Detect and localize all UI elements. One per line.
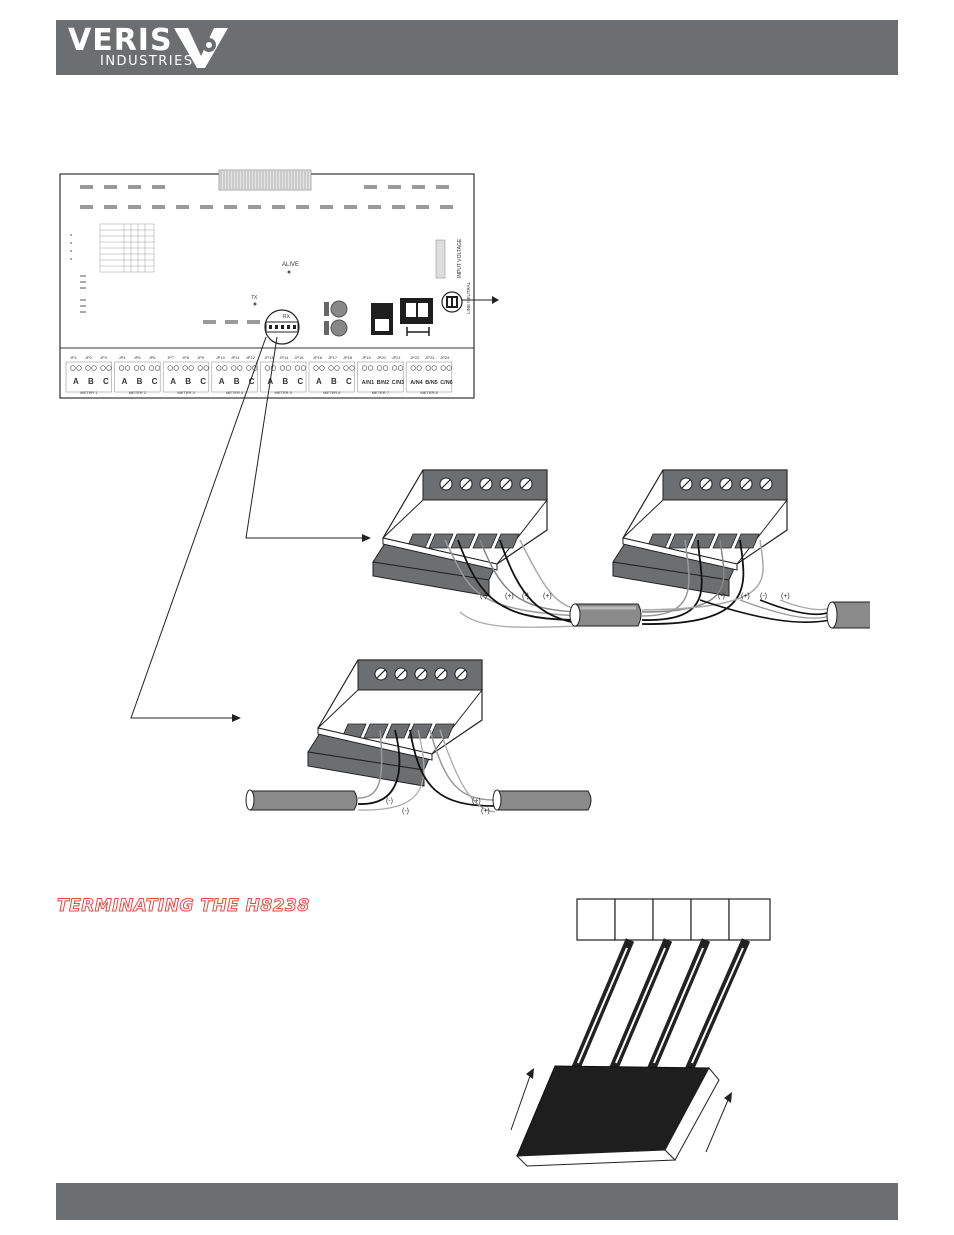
circuit-board: ALIVE TX RX INPUT VOLTAGE LINE NEUTRAL J… bbox=[59, 169, 499, 399]
brand-name: VERIS bbox=[68, 23, 173, 58]
terminal-letter: B bbox=[88, 377, 94, 386]
line-neutral-label: LINE NEUTRAL bbox=[466, 281, 471, 314]
terminal-letter: C bbox=[152, 377, 158, 386]
terminal-letter: A/N4 bbox=[410, 380, 423, 386]
jumper-label: JP2 bbox=[85, 355, 93, 360]
jumper-label: JP20 bbox=[377, 355, 387, 360]
terminal-letter: C bbox=[200, 377, 206, 386]
jumper-label: JP19 bbox=[362, 355, 372, 360]
jumper-label: JP14 bbox=[279, 355, 289, 360]
polarity-1-2: (+) bbox=[505, 593, 514, 600]
jumper-label: JP21 bbox=[392, 355, 402, 360]
meter-label: METER 7 bbox=[372, 390, 390, 395]
terminal-letter: B bbox=[234, 377, 240, 386]
terminal-letter: C bbox=[103, 377, 109, 386]
jumper-label: JP1 bbox=[70, 355, 78, 360]
jumper-label: JP12 bbox=[246, 355, 256, 360]
terminal-letter: B bbox=[137, 377, 143, 386]
terminal-letter: A/N1 bbox=[362, 380, 375, 386]
ribbon-terminal-diagram bbox=[510, 898, 771, 1167]
meter-label: METER 1 bbox=[80, 390, 98, 395]
jumper-label: JP7 bbox=[167, 355, 175, 360]
jumper-label: JP18 bbox=[343, 355, 353, 360]
jumper-label: JP10 bbox=[216, 355, 226, 360]
terminal-letter: B bbox=[185, 377, 191, 386]
meter-label: METER 4 bbox=[226, 390, 244, 395]
alive-label: ALIVE bbox=[282, 262, 299, 268]
jumper-label: JP3 bbox=[100, 355, 108, 360]
brand-subtitle: INDUSTRIES bbox=[100, 54, 194, 69]
terminal-letter: B/N2 bbox=[377, 380, 390, 386]
polarity-2-3: (-) bbox=[760, 593, 767, 600]
footer-bar bbox=[56, 1183, 898, 1220]
input-voltage-label: INPUT VOLTAGE bbox=[457, 238, 463, 278]
terminal-letter: A bbox=[316, 377, 322, 386]
cable-wires-left bbox=[444, 539, 581, 628]
section-heading: TERMINATING THE H8238 bbox=[57, 896, 310, 917]
tx-label: TX bbox=[251, 295, 258, 301]
rx-label: RX bbox=[283, 314, 291, 320]
polarity-1-3: (-) bbox=[522, 593, 529, 600]
jumper-label: JP16 bbox=[313, 355, 323, 360]
jumper-label: JP4 bbox=[119, 355, 127, 360]
jumper-label: JP24 bbox=[440, 355, 450, 360]
terminal-letter: A bbox=[73, 377, 79, 386]
cable-jacket-bottom-right bbox=[492, 789, 592, 811]
connector-top-left bbox=[372, 469, 549, 597]
jumper-label: JP23 bbox=[425, 355, 435, 360]
cable-jacket-middle bbox=[569, 603, 642, 627]
terminal-letter: C/N3 bbox=[392, 380, 405, 386]
connector-bottom bbox=[307, 659, 484, 787]
polarity-2-4: (+) bbox=[781, 593, 790, 600]
jumper-label: JP8 bbox=[182, 355, 190, 360]
terminal-letter: A bbox=[122, 377, 128, 386]
cable-jacket-right bbox=[826, 601, 870, 629]
meter-label: METER 5 bbox=[275, 390, 293, 395]
jumper-label: JP9 bbox=[197, 355, 205, 360]
meter-label: METER 2 bbox=[129, 390, 147, 395]
meter-label: METER 8 bbox=[420, 390, 438, 395]
cable-wires-bottom bbox=[357, 729, 496, 813]
terminal-letter: A bbox=[170, 377, 176, 386]
terminal-letter: B bbox=[282, 377, 288, 386]
polarity-2-1: (-) bbox=[718, 593, 725, 600]
jumper-label: JP17 bbox=[328, 355, 338, 360]
cable-wires-right bbox=[641, 539, 831, 625]
jumper-label: JP22 bbox=[410, 355, 420, 360]
connector-top-right bbox=[612, 469, 789, 597]
jumper-label: JP11 bbox=[231, 355, 241, 360]
polarity-3-1: (-) bbox=[386, 798, 393, 805]
polarity-3-3: (+) bbox=[472, 798, 481, 805]
brand-logo: VERIS INDUSTRIES bbox=[66, 24, 236, 72]
terminal-letter: C bbox=[249, 377, 255, 386]
polarity-3-4: (+) bbox=[481, 808, 490, 815]
terminal-letter: B/N5 bbox=[425, 380, 438, 386]
veris-mark-icon bbox=[174, 28, 228, 68]
terminal-letter: B bbox=[331, 377, 337, 386]
polarity-3-2: (-) bbox=[402, 808, 409, 815]
jumper-label: JP15 bbox=[294, 355, 304, 360]
jumper-label: JP13 bbox=[264, 355, 274, 360]
jumper-label: JP6 bbox=[149, 355, 157, 360]
leader-lines bbox=[130, 336, 362, 719]
terminal-letter: C bbox=[297, 377, 303, 386]
polarity-1-4: (+) bbox=[543, 593, 552, 600]
polarity-2-2: (+) bbox=[741, 593, 750, 600]
terminal-letter: C bbox=[346, 377, 352, 386]
terminal-letter: C/N6 bbox=[440, 380, 453, 386]
jumper-label: JP5 bbox=[134, 355, 142, 360]
meter-label: METER 6 bbox=[323, 390, 341, 395]
cable-jacket-bottom-left bbox=[245, 789, 358, 811]
terminal-letter: A bbox=[219, 377, 225, 386]
polarity-1-1: (-) bbox=[480, 593, 487, 600]
meter-label: METER 3 bbox=[177, 390, 195, 395]
